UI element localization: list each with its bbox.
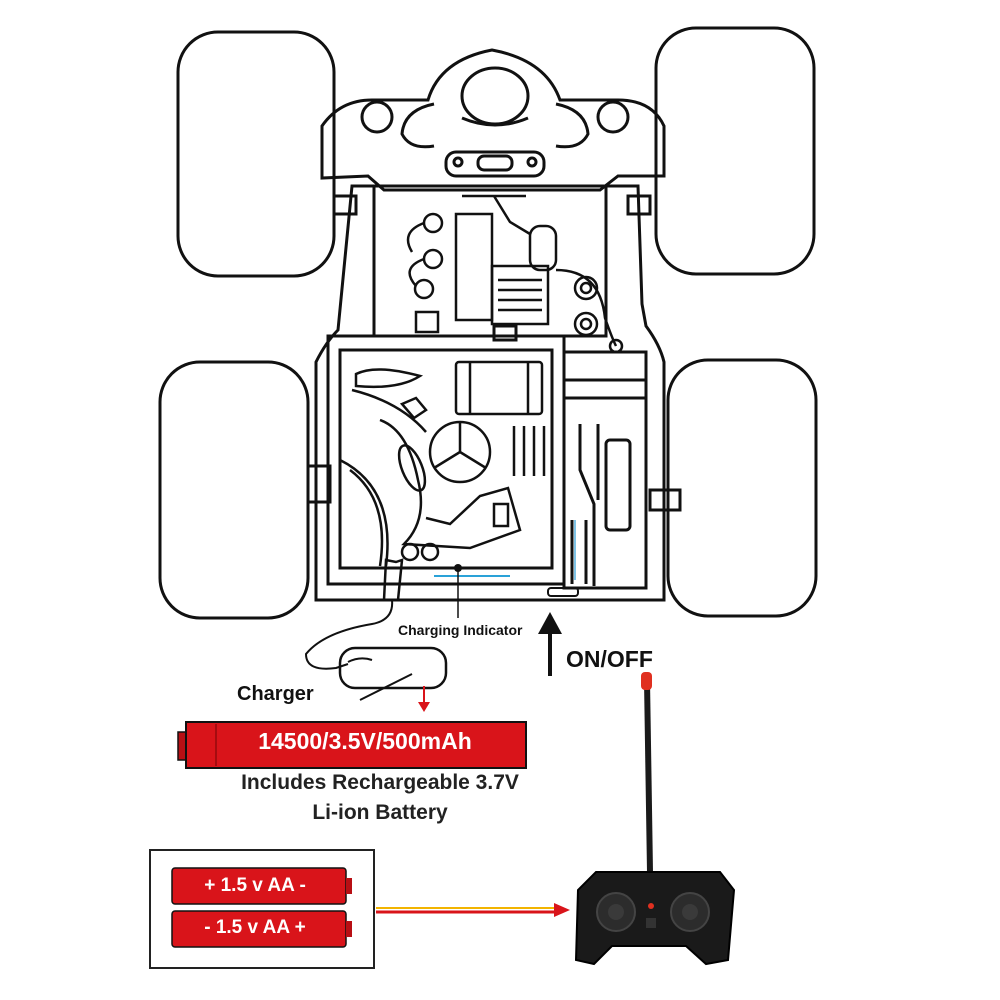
on-off-arrow [538,612,562,676]
on-off-switch[interactable] [547,587,579,597]
chassis-frame [314,184,666,602]
charger [304,558,448,701]
front-bumper [320,48,666,192]
front-left-wheel [176,30,336,278]
aa-battery-1-label: + 1.5 v AA - [204,875,306,896]
remote-antenna [644,679,653,873]
li-ion-battery [177,721,527,769]
battery-compartment [326,324,648,590]
gearbox [406,194,624,354]
on-off-label: ON/OFF [566,646,653,672]
battery-spec-label: 14500/3.5V/500mAh [258,728,472,754]
charging-indicator-label: Charging Indicator [398,622,523,638]
remote-control [574,672,736,966]
battery-description: Includes Rechargeable 3.7V Li-ion Batter… [160,768,600,828]
rear-left-wheel [158,360,310,620]
aa-battery-1 [171,867,352,905]
battery-desc-line-2: Li-ion Battery [312,801,448,824]
electronics [339,360,546,567]
aa-battery-2 [171,910,352,948]
aa-battery-2-label: - 1.5 v AA + [204,917,306,938]
battery-desc-line-1: Includes Rechargeable 3.7V [241,771,519,794]
front-right-wheel [654,26,816,276]
aa-to-remote-arrow [376,903,570,917]
charger-label: Charger [237,683,314,705]
rear-right-wheel [666,358,818,618]
